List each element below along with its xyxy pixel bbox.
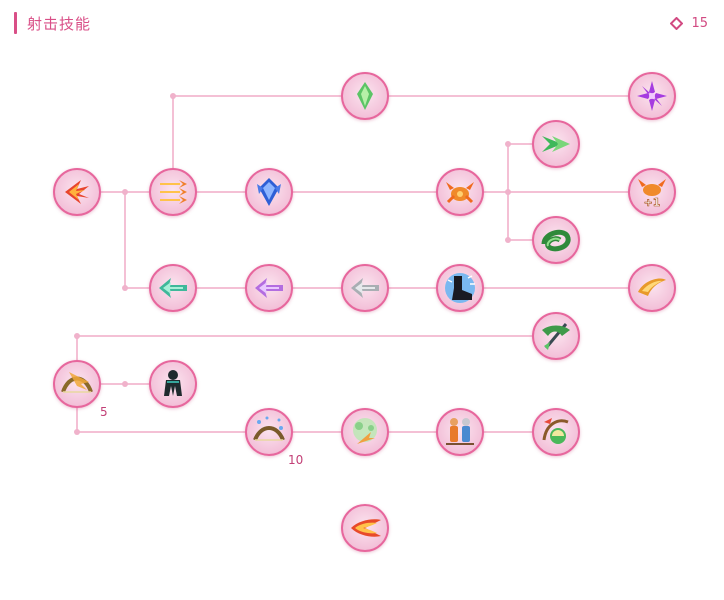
skill-bow-sparkle[interactable] — [245, 408, 293, 456]
skill-blade-arrow[interactable] — [532, 312, 580, 360]
bow-orb-icon — [542, 418, 569, 444]
panel-title: 射击技能 — [27, 14, 92, 33]
skill-crab-plus-one[interactable]: +1 — [628, 168, 676, 216]
teal-arrow-icon — [159, 278, 187, 298]
skill-bow-burst-rank: 5 — [100, 405, 108, 419]
panel-header: 射击技能 — [14, 10, 91, 36]
skill-green-wing-arrow[interactable] — [532, 120, 580, 168]
twin-warriors-icon — [446, 418, 474, 445]
multi-arrow-icon — [160, 180, 187, 204]
bow-sparkle-icon — [253, 416, 285, 441]
dark-figure-icon — [164, 370, 182, 396]
bow-burst-icon — [61, 372, 93, 393]
green-swirl-icon — [541, 229, 571, 252]
skill-green-swirl[interactable] — [532, 216, 580, 264]
skill-green-mist-arrow[interactable] — [341, 408, 389, 456]
skill-green-crystal[interactable] — [341, 72, 389, 120]
skill-fire-comet[interactable] — [341, 504, 389, 552]
diamond-outline-icon — [670, 17, 684, 30]
green-wing-arrow-icon — [542, 136, 570, 152]
grey-arrow-icon — [351, 278, 379, 298]
header-accent-bar — [14, 12, 17, 34]
crab-plus-one-icon: +1 — [638, 179, 666, 209]
ice-boot-icon — [445, 273, 475, 303]
skill-golden-claw[interactable] — [628, 264, 676, 312]
skill-bow-burst[interactable] — [53, 360, 101, 408]
skill-grey-arrow[interactable] — [341, 264, 389, 312]
skill-teal-arrow[interactable] — [149, 264, 197, 312]
skill-purple-burst[interactable] — [628, 72, 676, 120]
purple-burst-icon — [637, 81, 667, 111]
skill-dark-figure[interactable] — [149, 360, 197, 408]
skill-twin-warriors[interactable] — [436, 408, 484, 456]
crab-plus-one-label: +1 — [644, 196, 661, 209]
skill-flame-arrow[interactable] — [53, 168, 101, 216]
skill-multi-arrow[interactable] — [149, 168, 197, 216]
skill-crab-emblem[interactable] — [436, 168, 484, 216]
violet-arrow-icon — [255, 278, 283, 298]
crab-emblem-icon — [446, 182, 474, 204]
golden-claw-icon — [638, 278, 666, 296]
green-mist-arrow-icon — [353, 418, 377, 444]
skill-ice-boot[interactable] — [436, 264, 484, 312]
green-crystal-icon — [357, 82, 373, 110]
skill-bow-sparkle-rank: 10 — [288, 453, 304, 467]
skill-violet-arrow[interactable] — [245, 264, 293, 312]
blade-arrow-icon — [542, 323, 570, 350]
skill-blue-crystal-arrow[interactable] — [245, 168, 293, 216]
skill-bow-orb[interactable] — [532, 408, 580, 456]
fire-comet-icon — [351, 519, 381, 537]
skill-points-value: 15 — [691, 16, 708, 31]
skill-points: 15 — [670, 16, 708, 31]
flame-arrow-icon — [65, 180, 89, 204]
blue-crystal-arrow-icon — [257, 178, 281, 206]
